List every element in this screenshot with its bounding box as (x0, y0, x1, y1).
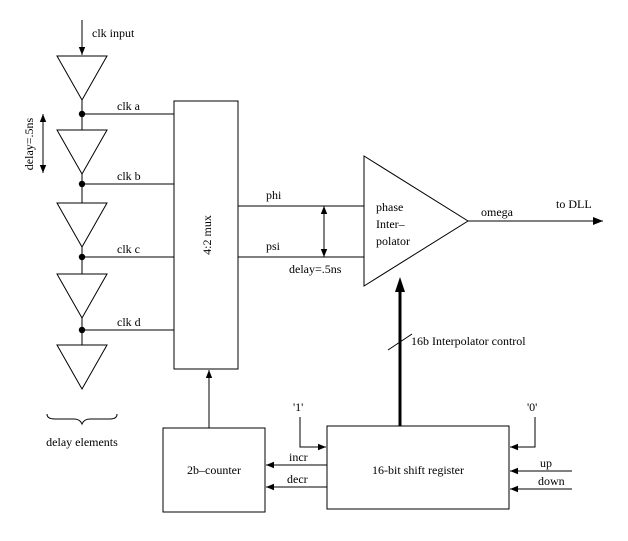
clk-b-label: clk b (117, 169, 141, 183)
up-label: up (540, 456, 552, 470)
down-label: down (538, 474, 565, 488)
delay-element-1 (56, 55, 108, 102)
mux-block (173, 100, 239, 370)
interpolator-label-3: polator (376, 234, 410, 248)
phi-label: phi (266, 188, 282, 202)
clk-c-label: clk c (117, 242, 140, 256)
counter-block (162, 427, 266, 513)
phase-delay-label: delay=.5ns (289, 262, 342, 276)
interpolator-control-arrowhead (395, 277, 405, 292)
zero-input-label: '0' (527, 400, 537, 414)
mux-label: 4:2 mux (200, 215, 214, 255)
omega-label: omega (481, 205, 514, 219)
one-input-arrow (299, 417, 326, 451)
interpolator-label-2: Inter– (376, 217, 406, 231)
interpolator-label-1: phase (376, 200, 403, 214)
delay-elements-label: delay elements (46, 435, 118, 449)
delay-element-4 (56, 273, 108, 320)
delay-span-label: delay=.5ns (22, 117, 36, 170)
delay-element-2 (56, 129, 108, 176)
clk-a-label: clk a (117, 99, 141, 113)
phase-interpolator (363, 155, 469, 287)
delay-element-5 (56, 344, 108, 391)
clk-d-label: clk d (117, 315, 141, 329)
psi-label: psi (266, 239, 281, 253)
incr-label: incr (289, 450, 308, 464)
delay-element-3 (56, 202, 108, 249)
one-input-label: '1' (293, 400, 303, 414)
shift-register-block (326, 425, 510, 510)
interpolator-control-label: 16b Interpolator control (411, 334, 526, 348)
bus-slash (387, 333, 413, 351)
to-dll-label: to DLL (556, 197, 592, 211)
counter-label: 2b–counter (187, 463, 241, 477)
clk-input-label: clk input (92, 26, 135, 40)
zero-input-arrow (510, 417, 536, 451)
delay-elements-brace (46, 413, 118, 426)
shift-register-label: 16-bit shift register (372, 463, 464, 477)
decr-label: decr (287, 472, 308, 486)
